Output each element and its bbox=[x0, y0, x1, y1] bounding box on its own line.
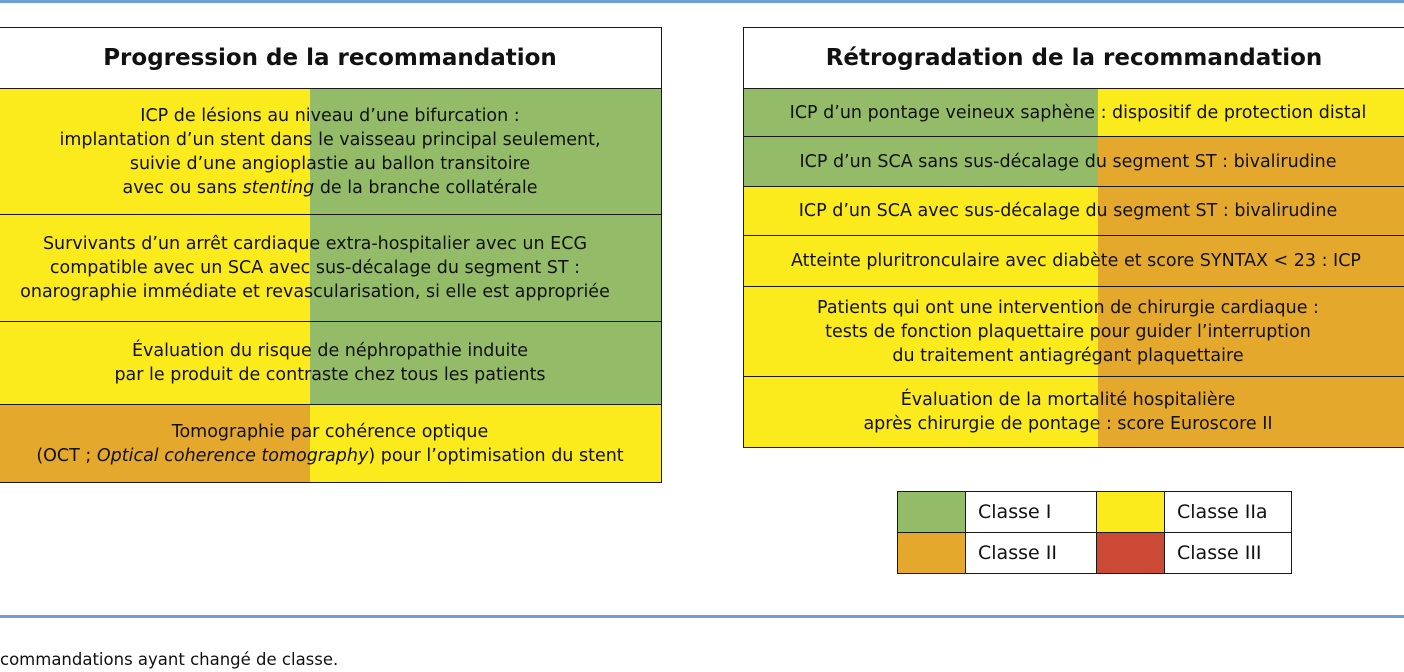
to-class-fill bbox=[1098, 236, 1404, 286]
retrogradation-row-syntax: Atteinte pluritronculaire avec diabète e… bbox=[744, 236, 1404, 287]
to-class-fill bbox=[1098, 377, 1404, 447]
legend-label-classe-iia: Classe IIa bbox=[1164, 491, 1292, 533]
to-class-fill bbox=[310, 405, 661, 482]
progression-row-cardiac-arrest: Survivants d’un arrêt cardiaque extra-ho… bbox=[0, 215, 661, 322]
row-text-line: Patients qui ont une intervention de chi… bbox=[817, 297, 1319, 318]
retrogradation-title-text: Rétrogradation de la recommandation bbox=[825, 45, 1323, 71]
progression-row-nephropathy: Évaluation du risque de néphropathie ind… bbox=[0, 322, 661, 405]
row-text-line: Évaluation du risque de néphropathie ind… bbox=[131, 341, 528, 361]
legend-swatch-classe-ii bbox=[897, 532, 966, 574]
progression-row-oct: Tomographie par cohérence optique (OCT ;… bbox=[0, 405, 661, 482]
italic-term: stenting bbox=[242, 177, 315, 198]
legend-swatch-classe-iii bbox=[1096, 532, 1165, 574]
to-class-fill bbox=[310, 215, 661, 321]
from-class-fill bbox=[0, 405, 310, 482]
legend-row: Classe I Classe IIa bbox=[897, 491, 1292, 533]
to-class-fill bbox=[1098, 287, 1404, 376]
from-class-fill bbox=[0, 322, 310, 404]
row-text-line: tests de fonction plaquettaire pour guid… bbox=[825, 321, 1311, 342]
row-text-line: ICP d’un SCA avec sus-décalage du segmen… bbox=[798, 201, 1338, 221]
from-class-fill bbox=[0, 89, 310, 214]
legend-label-classe-i: Classe I bbox=[965, 491, 1097, 533]
legend-label-classe-iii: Classe III bbox=[1164, 532, 1292, 574]
row-text-line: avec ou sans stenting de la branche coll… bbox=[59, 176, 600, 200]
bottom-rule bbox=[0, 615, 1404, 618]
row-text-line: onarographie immédiate et revascularisat… bbox=[20, 282, 610, 302]
row-text-line: du traitement antiagrégant plaquettaire bbox=[892, 345, 1244, 366]
text-segment: ) pour l’optimisation du stent bbox=[368, 445, 624, 466]
row-text-line: implantation d’un stent dans le vaisseau… bbox=[59, 129, 601, 150]
class-legend: Classe I Classe IIa Classe II Classe III bbox=[897, 491, 1292, 574]
from-class-fill bbox=[0, 215, 310, 321]
from-class-fill bbox=[744, 287, 1098, 376]
figure-caption: commandations ayant changé de classe. bbox=[0, 650, 339, 669]
retrogradation-panel: Rétrogradation de la recommandation ICP … bbox=[743, 27, 1404, 448]
row-text-line: après chirurgie de pontage : score Euros… bbox=[863, 414, 1273, 434]
retrogradation-row-stemi: ICP d’un SCA avec sus-décalage du segmen… bbox=[744, 187, 1404, 236]
to-class-fill bbox=[1098, 187, 1404, 235]
to-class-fill bbox=[310, 89, 661, 214]
row-text-line: par le produit de contraste chez tous le… bbox=[114, 365, 546, 385]
row-text-line: Survivants d’un arrêt cardiaque extra-ho… bbox=[42, 234, 588, 254]
from-class-fill bbox=[744, 187, 1098, 235]
legend-swatch-classe-i bbox=[897, 491, 966, 533]
text-segment: (OCT ; bbox=[36, 445, 97, 466]
to-class-fill bbox=[1098, 89, 1404, 136]
from-class-fill bbox=[744, 137, 1098, 186]
retrogradation-row-euroscore: Évaluation de la mortalité hospitalière … bbox=[744, 377, 1404, 447]
progression-panel: Progression de la recommandation ICP de … bbox=[0, 27, 662, 483]
text-segment: avec ou sans bbox=[122, 177, 243, 198]
retrogradation-title: Rétrogradation de la recommandation bbox=[744, 28, 1404, 89]
progression-row-bifurcation: ICP de lésions au niveau d’une bifurcati… bbox=[0, 89, 661, 215]
to-class-fill bbox=[1098, 137, 1404, 186]
row-text-line: Atteinte pluritronculaire avec diabète e… bbox=[791, 251, 1361, 271]
progression-title: Progression de la recommandation bbox=[0, 28, 661, 89]
retrogradation-row-saphenous: ICP d’un pontage veineux saphène : dispo… bbox=[744, 89, 1404, 137]
row-text-line: suivie d’une angioplastie au ballon tran… bbox=[129, 153, 531, 174]
row-text-line: ICP d’un pontage veineux saphène : dispo… bbox=[789, 102, 1367, 123]
retrogradation-row-nstemi: ICP d’un SCA sans sus-décalage du segmen… bbox=[744, 137, 1404, 187]
legend-swatch-classe-iia bbox=[1096, 491, 1165, 533]
retrogradation-row-platelet: Patients qui ont une intervention de chi… bbox=[744, 287, 1404, 377]
top-rule bbox=[0, 0, 1404, 3]
from-class-fill bbox=[744, 377, 1098, 447]
legend-row: Classe II Classe III bbox=[897, 532, 1292, 574]
from-class-fill bbox=[744, 236, 1098, 286]
row-text-line: ICP de lésions au niveau d’une bifurcati… bbox=[140, 105, 520, 126]
text-segment: de la branche collatérale bbox=[314, 177, 538, 198]
to-class-fill bbox=[310, 322, 661, 404]
row-text-line: (OCT ; Optical coherence tomography) pou… bbox=[36, 444, 623, 468]
legend-label-classe-ii: Classe II bbox=[965, 532, 1097, 574]
row-text-line: Évaluation de la mortalité hospitalière bbox=[900, 390, 1236, 410]
italic-term: Optical coherence tomography bbox=[96, 445, 369, 466]
row-text-line: ICP d’un SCA sans sus-décalage du segmen… bbox=[799, 151, 1337, 172]
row-text-line: compatible avec un SCA avec sus-décalage… bbox=[49, 258, 581, 278]
row-text-line: Tomographie par cohérence optique bbox=[171, 421, 489, 442]
from-class-fill bbox=[744, 89, 1098, 136]
